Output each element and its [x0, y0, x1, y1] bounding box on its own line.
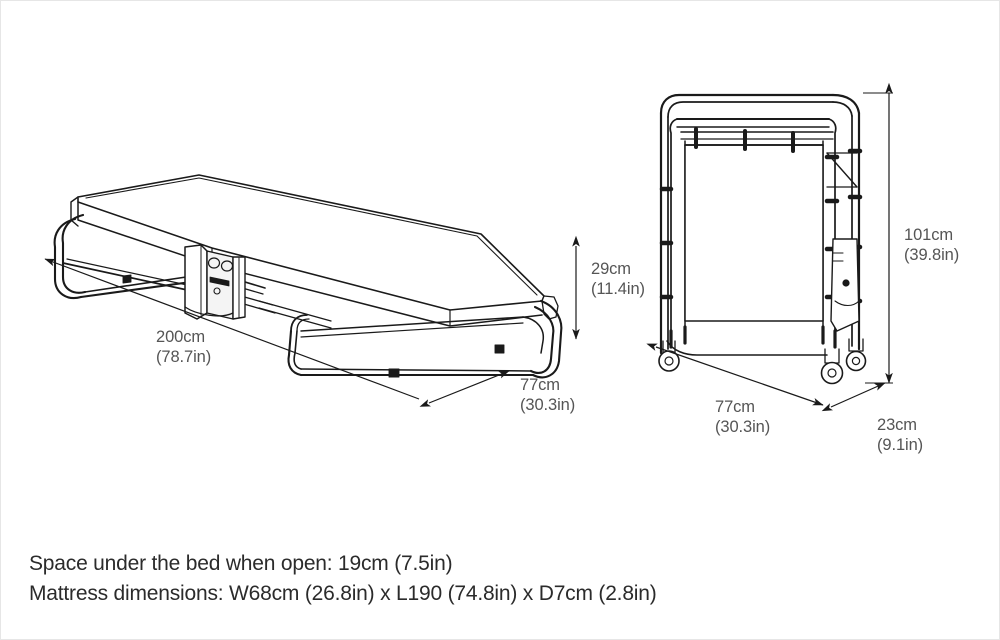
- folded-lock-bracket: [830, 238, 860, 332]
- open-bed-dimension-lines: [44, 235, 580, 407]
- folded-height-metric: 101cm: [904, 226, 954, 244]
- folded-width-dimension-line: [646, 343, 824, 406]
- note-space-under-bed: Space under the bed when open: 19cm (7.5…: [29, 552, 453, 575]
- open-bed-length-label: 200cm (78.7in): [156, 327, 211, 367]
- length-metric: 200cm: [156, 328, 206, 346]
- note-mattress-dimensions: Mattress dimensions: W68cm (26.8in) x L1…: [29, 582, 657, 605]
- height-metric: 29cm: [591, 260, 631, 278]
- folded-width-metric: 77cm: [715, 398, 755, 416]
- centre-hinge-bracket: [184, 244, 246, 320]
- width-metric: 77cm: [520, 376, 560, 394]
- folded-depth-dimension-line: [821, 382, 886, 412]
- folded-bed-height-label: 101cm (39.8in): [904, 225, 959, 265]
- specification-notes: Space under the bed when open: 19cm (7.5…: [29, 549, 657, 609]
- folded-depth-imperial: (9.1in): [877, 436, 924, 454]
- folded-bed-dimension-lines: [646, 82, 893, 412]
- open-bed-height-label: 29cm (11.4in): [591, 259, 645, 299]
- folded-bed-width-label: 77cm (30.3in): [715, 397, 770, 437]
- length-imperial: (78.7in): [156, 348, 212, 366]
- folded-depth-metric: 23cm: [877, 416, 917, 434]
- folded-bed-depth-label: 23cm (9.1in): [877, 415, 923, 455]
- length-dimension-line: [44, 258, 420, 400]
- open-bed-drawing: [53, 174, 563, 379]
- open-bed-width-label: 77cm (30.3in): [520, 375, 575, 415]
- height-imperial: (11.4in): [591, 280, 645, 298]
- folded-width-imperial: (30.3in): [715, 418, 771, 436]
- folded-bed-drawing: [658, 93, 867, 385]
- width-imperial: (30.3in): [520, 396, 576, 414]
- folded-height-imperial: (39.8in): [904, 246, 960, 264]
- width-dimension-line: [419, 370, 510, 407]
